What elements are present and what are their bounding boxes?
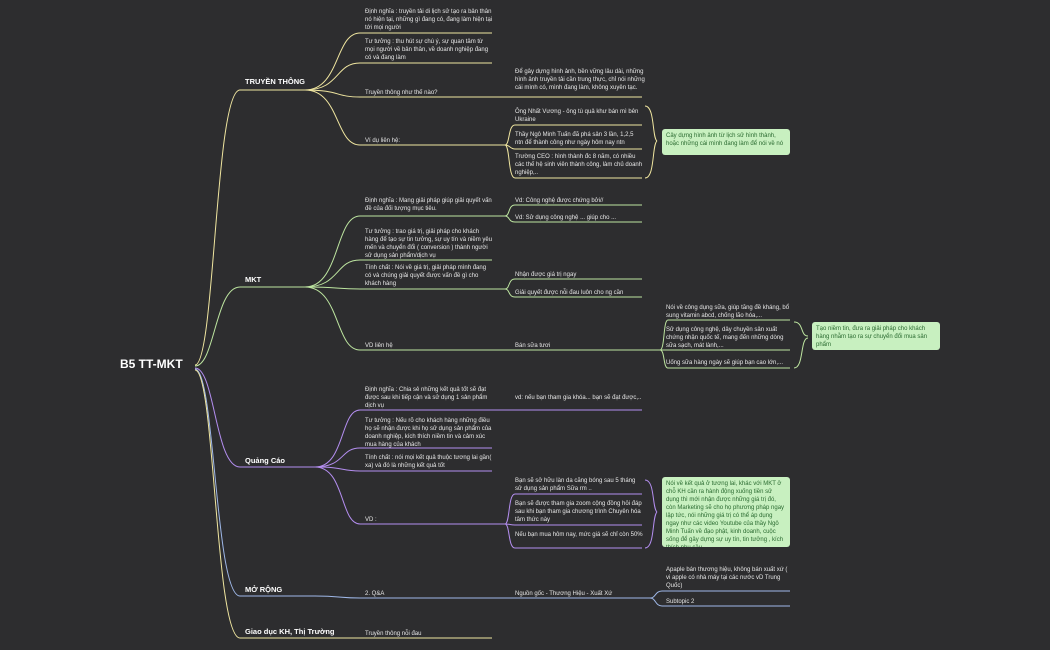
mkt-tinh-chat[interactable]: Tính chất : Nói về giá trị, giải pháp mì… — [365, 265, 487, 287]
qc-vd-3[interactable]: Nếu bạn mua hôm nay, mức giá sẽ chỉ còn … — [515, 532, 643, 538]
mkt-s1[interactable]: Nói về công dụng sữa, giúp tăng đề kháng… — [666, 305, 790, 319]
qc-tu-tuong[interactable]: Tư tưởng : Nếu rõ cho khách hàng những đ… — [365, 418, 492, 448]
qc-vd[interactable]: VD : — [365, 517, 377, 523]
branch-mkt[interactable]: MKT — [245, 275, 262, 284]
branch-giao-duc[interactable]: Giao dục KH, Thị Trường — [245, 627, 335, 636]
mkt-summary-note[interactable]: Tạo niềm tin, đưa ra giải pháp cho khách… — [812, 322, 940, 350]
mkt-s2[interactable]: Sử dụng công nghệ, dây chuyền sản xuất c… — [666, 327, 784, 349]
tt-vd-2[interactable]: Thầy Ngô Minh Tuấn đã phá sản 3 lần, 1,2… — [515, 132, 634, 146]
branch-quang-cao[interactable]: Quảng Cáo — [245, 456, 286, 465]
qc-dinh-nghia-sub[interactable]: vd: nếu bạn tham gia khóa... bạn sẽ đạt … — [515, 395, 642, 401]
mkt-tinh-chat-a[interactable]: Nhận được giá trị ngay — [515, 272, 577, 278]
tt-vi-du[interactable]: Ví dụ liên hệ: — [365, 138, 401, 144]
mkt-vd-b[interactable]: Vd: Sử dụng công nghệ ... giúp cho ... — [515, 215, 617, 221]
mkt-vd-a[interactable]: Vd: Công nghệ được chứng bởi// — [515, 198, 604, 204]
tt-nhu-the-nao-answer[interactable]: Để gây dựng hình ảnh, bền vững lâu dài, … — [515, 69, 645, 91]
tt-dinh-nghia[interactable]: Định nghĩa : truyền tải di lịch sử tạo r… — [365, 9, 493, 31]
branch-mo-rong[interactable]: MỞ RỘNG — [245, 585, 283, 594]
mr-subtopic-2[interactable]: Subtopic 2 — [666, 599, 695, 605]
connector-root-giao-duc — [194, 369, 335, 639]
mkt-vd[interactable]: VD liên hệ — [365, 343, 393, 349]
mkt-dinh-nghia[interactable]: Định nghĩa : Mang giải pháp giúp giải qu… — [365, 198, 492, 212]
tt-summary-note[interactable]: Cây dựng hình ảnh từ lịch sử hình thành,… — [662, 129, 790, 155]
mkt-s3[interactable]: Uống sữa hàng ngày sẽ giúp bạn cao lớn,.… — [666, 360, 784, 366]
mkt-tu-tuong[interactable]: Tư tưởng : trao giá trị, giải pháp cho k… — [365, 229, 493, 259]
connector-root-truyen-thong — [194, 89, 305, 366]
connector-root-mkt — [194, 286, 305, 367]
tt-vd-1[interactable]: Ông Nhất Vương - ông tù quả khư bán mì b… — [515, 109, 639, 123]
mkt-vd-sub[interactable]: Bán sữa tươi — [515, 343, 551, 349]
mr-qa[interactable]: 2. Q&A — [365, 591, 385, 597]
qc-summary-note[interactable]: Nói về kết quả ở tương lai, khác với MKT… — [662, 477, 790, 547]
connector-root-quang-cao — [194, 367, 315, 468]
qc-dinh-nghia[interactable]: Định nghĩa : Chia sẻ những kết quả tốt s… — [365, 387, 488, 409]
tt-tu-tuong[interactable]: Tư tưởng : thu hút sự chú ý, sự quan tâm… — [365, 39, 489, 61]
tt-vd-3[interactable]: Trường CEO : hình thành đc 8 năm, có nhi… — [515, 154, 643, 176]
root-topic[interactable]: B5 TT-MKT — [120, 357, 183, 371]
qc-vd-1[interactable]: Bạn sẽ sở hữu làn da căng bóng sau 5 thá… — [515, 478, 636, 492]
mr-qa-sub[interactable]: Nguồn gốc - Thương Hiệu - Xuất Xứ — [515, 591, 613, 597]
branch-truyen-thong[interactable]: TRUYỀN THÔNG — [245, 77, 305, 86]
mr-apple[interactable]: Apaple bán thương hiệu, không bán xuất x… — [666, 567, 788, 589]
gd-sub[interactable]: Truyền thông nỗi đau — [365, 631, 422, 637]
qc-vd-2[interactable]: Bạn sẽ được tham gia zoom cộng đồng hỏi … — [515, 501, 642, 523]
connector-root-mo-rong — [194, 368, 315, 597]
qc-tinh-chat[interactable]: Tính chất : nói mọi kết quả thuộc tương … — [365, 455, 492, 469]
tt-nhu-the-nao[interactable]: Truyền thông như thế nào? — [365, 90, 438, 96]
mkt-tinh-chat-b[interactable]: Giải quyết được nỗi đau luôn cho ng cần — [515, 290, 624, 296]
